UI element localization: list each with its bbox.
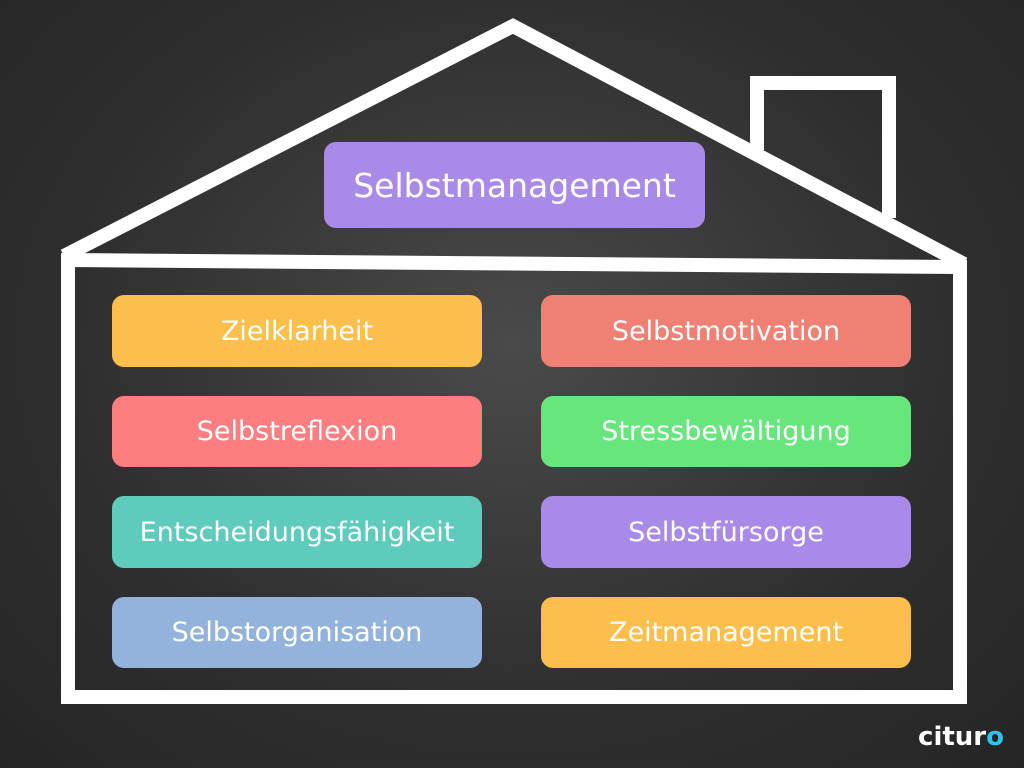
title-box: Selbstmanagement (324, 142, 705, 228)
item-selbstfuersorge: Selbstfürsorge (541, 496, 911, 568)
logo-mark: o (986, 722, 1004, 752)
item-zeitmanagement: Zeitmanagement (541, 597, 911, 668)
chimney (750, 76, 896, 218)
item-zielklarheit: Zielklarheit (112, 295, 482, 367)
roof (60, 18, 968, 271)
logo-text: citur (918, 722, 987, 752)
item-selbstreflexion: Selbstreflexion (112, 396, 482, 467)
item-selbstorganisation: Selbstorganisation (112, 597, 482, 668)
item-selbstmotivation: Selbstmotivation (541, 295, 911, 367)
item-stressbewaeltigung: Stressbewältigung (541, 396, 911, 467)
cituro-logo: cituro (918, 722, 1004, 752)
house-body (61, 252, 967, 704)
item-entscheidungsfaehigkeit: Entscheidungsfähigkeit (112, 496, 482, 568)
